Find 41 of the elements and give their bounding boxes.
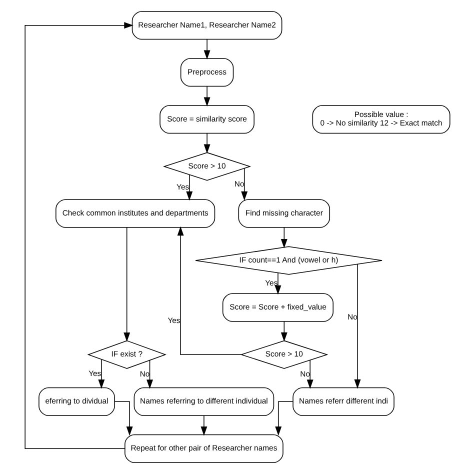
arrow (176, 226, 241, 355)
arrow (186, 174, 192, 201)
node-box: Preprocess (180, 58, 234, 87)
edge-label: Yes (264, 278, 278, 288)
arrow (200, 415, 207, 436)
node-box: Score = Score + fixed_value (222, 293, 333, 322)
arrow (203, 39, 210, 60)
arrow (98, 359, 104, 389)
arrow (146, 360, 153, 389)
arrow (306, 360, 313, 389)
arrow (203, 133, 210, 154)
node-box: Check common institutes and departments (55, 199, 215, 228)
edge-label: No (139, 369, 150, 378)
edge-label: Yes (176, 182, 189, 192)
arrow (280, 321, 287, 342)
edge-label: Yes (167, 316, 180, 325)
arrow (274, 401, 293, 436)
edge-label: No (300, 369, 310, 378)
node-box: Score = similarity score (159, 105, 254, 134)
edge-label: No (234, 179, 244, 188)
arrow (280, 227, 287, 248)
node-diamond: Score > 10 (240, 340, 328, 369)
edge-label: Yes (88, 368, 101, 378)
arrow (203, 86, 210, 106)
node-box: eferring to dividual (38, 387, 114, 416)
arrow (114, 401, 132, 436)
node-diamond: IF count==1 And (vowel or h) (194, 246, 382, 275)
arrow (123, 227, 130, 342)
node-box: Possible value : 0 -> No similarity 12 -> Exact match (312, 105, 450, 134)
edge-label: No (347, 312, 357, 322)
arrow (354, 264, 360, 389)
node-diamond: IF exist ? (86, 340, 166, 369)
node-box: Researcher Name1, Researcher Name2 (131, 11, 282, 40)
arrow (240, 168, 248, 201)
arrow (24, 22, 133, 450)
node-box: Names referring to different individual (133, 387, 274, 416)
node-box: Find missing character (238, 199, 330, 228)
node-box: Repeat for other pair of Researcher names (124, 434, 283, 463)
node-box: Names referr different indi (292, 387, 394, 416)
node-diamond: Score > 10 (162, 152, 251, 181)
arrow (274, 272, 281, 295)
